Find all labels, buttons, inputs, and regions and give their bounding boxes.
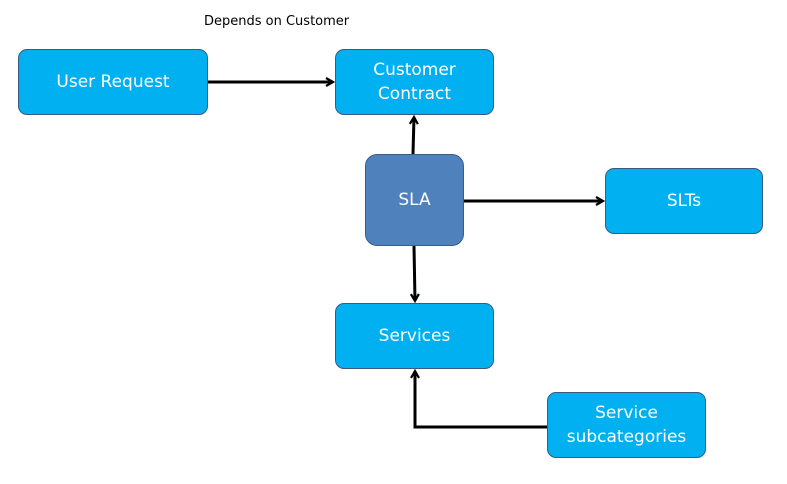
annotation-depends-on-customer: Depends on Customer — [204, 14, 350, 29]
node-user-request[interactable]: User Request — [18, 49, 208, 115]
node-service-subcategories[interactable]: Service subcategories — [547, 392, 706, 458]
node-customer-contract[interactable]: Customer Contract — [335, 49, 494, 115]
edge-subcategories-to-services — [415, 371, 547, 429]
node-sla[interactable]: SLA — [365, 154, 464, 246]
edge-sla-to-services — [414, 245, 415, 301]
edge-sla-to-contract — [413, 117, 414, 155]
node-slts[interactable]: SLTs — [605, 168, 763, 234]
node-services[interactable]: Services — [335, 303, 494, 369]
